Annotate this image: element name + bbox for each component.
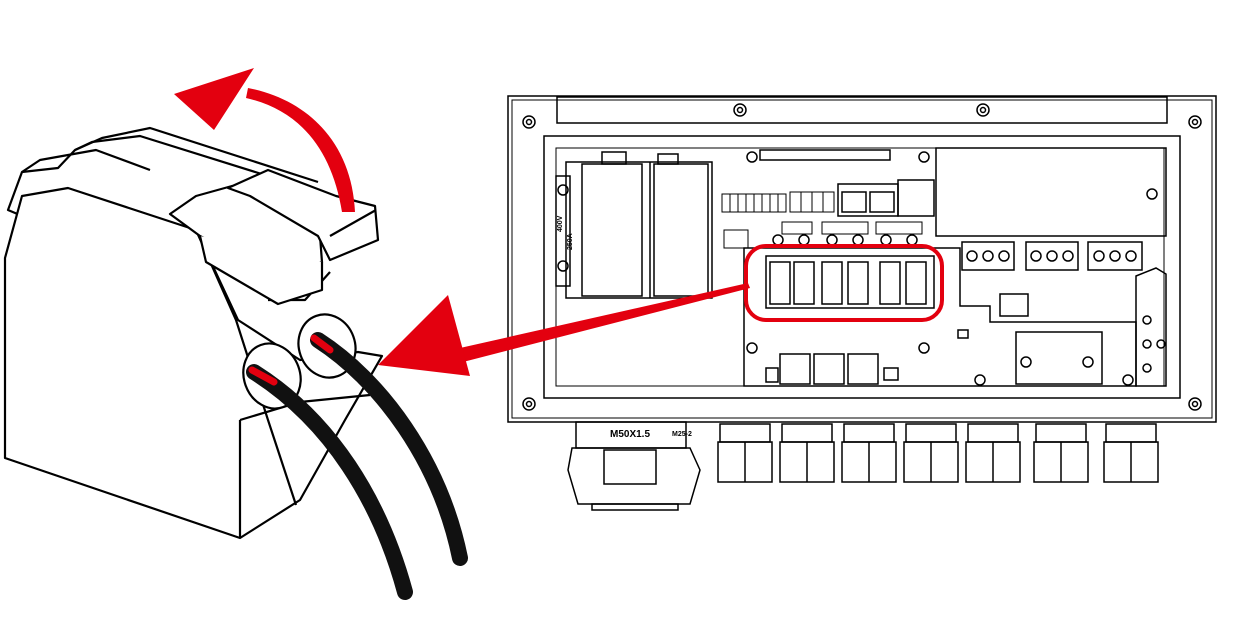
gland-small-2 [779,423,835,483]
cable-glands [567,421,1159,511]
gland-small-7 [1103,423,1159,483]
cable-tip-right [310,334,334,354]
gland-small-6 [1033,423,1089,483]
gland-small-3 [841,423,897,483]
breaker-rating-b: 250A [567,233,574,250]
cable-right [310,332,468,566]
top-connector-strip [759,149,891,161]
gland-large-label: M50X1.5 [610,429,650,440]
inverter-top-bar [556,96,1168,124]
cables [246,332,468,600]
rj45-ports-bottom [765,353,899,385]
gland-small-1 [717,423,773,483]
dc-terminal-block [765,234,935,309]
open-arrow-icon [174,68,355,212]
breaker-rating-a: 400V [557,215,564,232]
lower-board [743,247,1137,387]
breaker-block [555,151,713,299]
terminal-block-closeup [3,126,384,540]
highlight-ring [744,244,944,322]
signal-terminals [721,191,923,249]
rj45-ports-top [837,179,935,217]
terminal-lever-back [226,168,380,262]
gland-small-5 [965,423,1021,483]
case-screws [522,103,1202,411]
gland-small-4 [903,423,959,483]
gland-large [567,421,701,511]
cable-left [246,364,413,600]
cable-tip-left [248,366,278,386]
pointer-arrow-icon [378,283,750,376]
gland-small-label: M25-2 [672,431,692,438]
inverter-outer-case [507,95,1217,423]
side-bracket [1135,267,1167,387]
inverter-box: 400V 250A [507,95,1217,511]
inverter-inner-panel [543,135,1181,399]
upper-right-board [935,147,1167,237]
ac-terminal-strips [961,241,1143,271]
